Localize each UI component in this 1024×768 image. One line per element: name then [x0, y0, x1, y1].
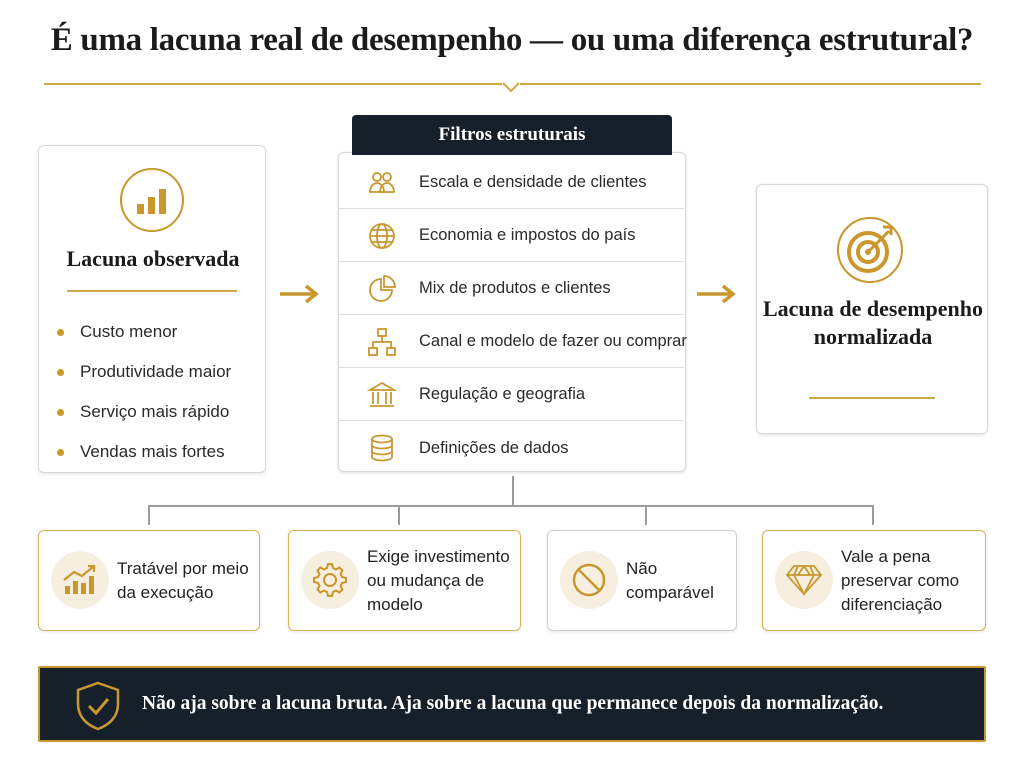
- normalized-gap-card: Lacuna de desempenho normalizada: [756, 184, 988, 434]
- bullet-dot-icon: [57, 328, 64, 336]
- list-item-label: Vendas mais fortes: [80, 442, 225, 461]
- outcome-label: Tratável por meio da execução: [117, 558, 249, 602]
- org-chart-icon: [368, 327, 396, 356]
- connector-line: [512, 476, 514, 506]
- arrow-right-icon: [697, 284, 736, 304]
- outcome-label: Exige investimento ou mudança de modelo: [367, 546, 510, 614]
- bank-icon: [367, 381, 397, 407]
- database-icon: [371, 434, 393, 462]
- filter-label: Regulação e geografia: [419, 385, 586, 403]
- title-notch-icon: [502, 76, 520, 93]
- pie-chart-icon: [369, 274, 396, 302]
- banner-text: Não aja sobre a lacuna bruta. Aja sobre …: [142, 693, 884, 714]
- observed-gap-list: Custo menor Produtividade maior Serviço …: [57, 312, 231, 472]
- outcome-card: Vale a pena preservar como diferenciação: [762, 530, 986, 631]
- list-item-label: Produtividade maior: [80, 362, 232, 381]
- filter-row: Definições de dados: [339, 422, 684, 474]
- filter-row: Canal e modelo de fazer ou comprar: [339, 316, 687, 368]
- filter-row: Escala e densidade de clientes: [339, 157, 684, 209]
- arrow-right-icon: [280, 284, 319, 304]
- filter-label: Escala e densidade de clientes: [419, 173, 647, 191]
- filter-label: Definições de dados: [419, 438, 569, 457]
- structural-filters-card: Escala e densidade de clientes Economia …: [338, 152, 687, 474]
- list-item: Produtividade maior: [57, 352, 231, 392]
- users-icon: [369, 171, 395, 193]
- filter-row: Regulação e geografia: [339, 369, 684, 421]
- list-item: Vendas mais fortes: [57, 432, 231, 472]
- shield-check-icon: [76, 681, 120, 731]
- structural-filters-heading: Filtros estruturais: [352, 115, 672, 155]
- filter-label: Canal e modelo de fazer ou comprar: [419, 332, 687, 350]
- list-item: Serviço mais rápido: [57, 392, 231, 432]
- list-item: Custo menor: [57, 312, 231, 352]
- connector-line: [872, 505, 874, 525]
- gear-icon: [301, 551, 359, 609]
- observed-gap-card: Lacuna observada Custo menor Produtivida…: [38, 145, 266, 473]
- filter-label: Economia e impostos do país: [419, 226, 636, 244]
- page-title: É uma lacuna real de desempenho — ou uma…: [50, 22, 974, 58]
- bottom-banner: Não aja sobre a lacuna bruta. Aja sobre …: [38, 666, 986, 742]
- filter-label: Mix de produtos e clientes: [419, 279, 611, 297]
- outcome-label: Vale a pena preservar como diferenciação: [841, 546, 960, 614]
- normalized-gap-divider: [809, 397, 935, 399]
- bullet-dot-icon: [57, 448, 64, 456]
- filter-row: Economia e impostos do país: [339, 210, 684, 262]
- outcome-card: Exige investimento ou mudança de modelo: [288, 530, 521, 631]
- connector-line: [148, 505, 872, 507]
- observed-gap-divider: [67, 290, 237, 292]
- outcome-label: Não comparável: [626, 558, 714, 602]
- globe-icon: [369, 222, 395, 249]
- list-item-label: Custo menor: [80, 322, 178, 341]
- bullet-dot-icon: [57, 408, 64, 416]
- bar-chart-icon: [120, 168, 184, 232]
- bullet-dot-icon: [57, 368, 64, 376]
- target-icon: [835, 215, 905, 285]
- connector-line: [398, 505, 400, 525]
- connector-line: [148, 505, 150, 525]
- trend-up-icon: [51, 551, 109, 609]
- normalized-gap-heading: Lacuna de desempenho normalizada: [762, 296, 984, 349]
- diamond-icon: [775, 551, 833, 609]
- prohibited-icon: [560, 551, 618, 609]
- list-item-label: Serviço mais rápido: [80, 402, 230, 421]
- connector-line: [645, 505, 647, 525]
- observed-gap-heading: Lacuna observada: [66, 246, 240, 271]
- filter-row: Mix de produtos e clientes: [339, 263, 684, 315]
- outcome-card: Tratável por meio da execução: [38, 530, 260, 631]
- outcome-card: Não comparável: [547, 530, 737, 631]
